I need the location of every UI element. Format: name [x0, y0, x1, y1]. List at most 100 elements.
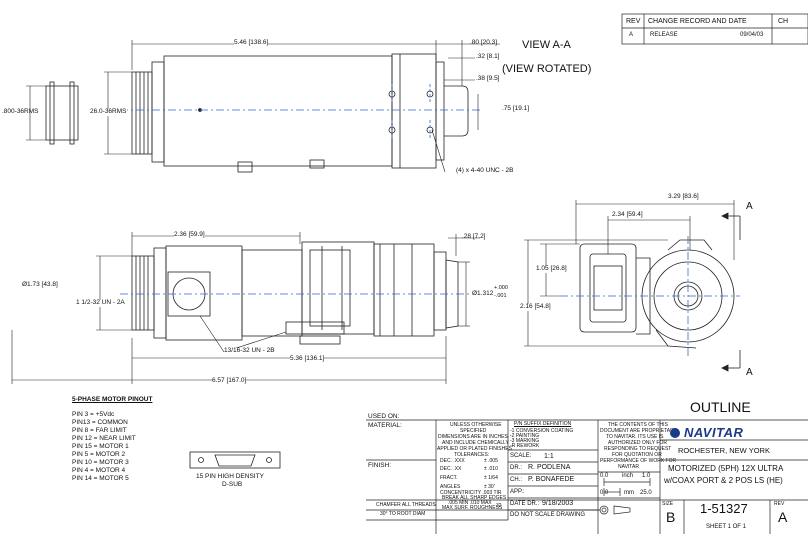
pin-line: PIN 14 = MOTOR 5	[72, 475, 129, 482]
pinout-title: 5-PHASE MOTOR PINOUT	[72, 396, 153, 403]
suffix-line: -1 CONVERSION COATING	[510, 428, 574, 434]
tol-value: ± .010	[484, 466, 498, 472]
unless-line: SPECIFIED	[460, 428, 487, 434]
description-1: MOTORIZED (5PH) 12X ULTRA	[668, 464, 784, 473]
dim-1-1-2-32: 1 1/2-32 UN - 2A	[76, 299, 125, 307]
pin-line: PIN 10 = MOTOR 3	[72, 459, 129, 466]
suffix-line: -R REWORK	[510, 443, 540, 449]
connector-label-2: D-SUB	[222, 481, 243, 488]
section-a-top: A	[746, 201, 753, 212]
concentricity: CONCENTRICITY .003 TIR	[440, 490, 502, 496]
pin-line: PIN 15 = MOTOR 1	[72, 443, 129, 450]
tol-value: ± .005	[484, 458, 498, 464]
dr-label: DR.:	[510, 465, 522, 471]
view-aa-label: VIEW A-A	[522, 39, 571, 51]
break-edges: BREAK ALL SHARP EDGES	[442, 495, 507, 501]
chamfer: CHAMFER ALL THREADS	[376, 502, 436, 508]
top-view-lens	[45, 53, 480, 173]
title-block-lines	[366, 419, 808, 534]
rev-label: REV	[774, 501, 785, 507]
max-surf: MAX SURF. ROUGHNESS	[442, 505, 503, 511]
tolerances: TOLERANCES:	[454, 452, 490, 458]
unless-line: UNLESS OTHERWISE	[450, 422, 502, 428]
proprietary-line: RESPONDING TO REQUEST	[604, 446, 672, 452]
do-not-scale: DO NOT SCALE DRAWING	[510, 512, 586, 518]
dim-1-312-tol-up: +.000	[494, 285, 508, 291]
proprietary-line: PERFORMANCE OF WORK FOR	[600, 458, 677, 464]
dim-0-28: .28 [7.2]	[462, 233, 486, 240]
navitar-logo-mark	[670, 428, 680, 438]
ruler-mm-unit: mm	[624, 490, 634, 496]
rev-header: REV	[626, 18, 641, 25]
description-2: w/COAX PORT & 2 POS LS (HE)	[664, 476, 783, 485]
unless-line: APPLIED OR PLATED FINISHES	[437, 446, 512, 452]
pin-line: PIN 8 = FAR LIMIT	[72, 427, 127, 434]
dim-3-29: 3.29 [83.6]	[668, 193, 699, 200]
dim-1-312-tol-dn: -.001	[494, 293, 507, 299]
scale-label: SCALE:	[510, 453, 532, 459]
rev-row-date: 09/04/03	[740, 32, 764, 38]
pin-line: PIN13 = COMMON	[72, 419, 128, 426]
top-view-dimensions	[26, 40, 500, 173]
section-a-bottom: A	[746, 367, 753, 378]
max-surf-val: 32	[496, 503, 502, 509]
dim-2-16: 2.16 [54.8]	[520, 303, 551, 311]
change-header: CHANGE RECORD AND DATE	[648, 18, 747, 25]
dim-6-57: 6.57 [167.0]	[212, 377, 247, 385]
dsub-connector	[189, 451, 281, 469]
connector-label-1: 15 PIN HIGH DENSITY	[196, 473, 264, 480]
ch-value: P. BONAFEDE	[528, 476, 575, 483]
end-view-a-a	[560, 212, 741, 372]
proprietary-line: THE CONTENTS OF THIS	[608, 422, 668, 428]
rev-row-rev: A	[629, 32, 634, 38]
ruler-mm-0: 0.0	[600, 490, 609, 496]
suffix-line: -2 PAINTING	[510, 433, 540, 439]
dim-0-75: .75 [19.1]	[502, 105, 530, 112]
proprietary-line: TO NAVITAR. ITS USE IS	[606, 434, 664, 440]
rev-row-change: RELEASE	[650, 32, 678, 38]
location: ROCHESTER, NEW YORK	[678, 446, 770, 455]
break-max: .005 MIN .010 MAX	[448, 500, 492, 506]
dim-800-36: .800-36RMS	[2, 108, 39, 115]
proprietary-line: NAVITAR	[618, 464, 639, 470]
dim-1-312: Ø1.312	[472, 290, 494, 297]
dim-13-16: 13/16-32 UN - 2B	[224, 347, 275, 355]
tol-value: ± 1/64	[484, 475, 498, 481]
dim-1-05: 1.05 [26.8]	[536, 265, 567, 273]
tol-label: FRACT.	[440, 475, 458, 481]
view-rotated-label: (VIEW ROTATED)	[502, 63, 592, 75]
app-label: APP.:	[510, 489, 525, 495]
ruler-inch-1: 1.0	[642, 473, 651, 479]
date-label: DATE DR.:	[510, 501, 540, 507]
suffix-line: -3 MARKING	[510, 438, 540, 444]
rev-value: A	[778, 509, 788, 525]
dim-2-34: 2.34 [59.4]	[612, 211, 643, 218]
dim-5-46: 5.46 [138.6]	[234, 39, 269, 47]
used-on: USED ON:	[368, 413, 400, 420]
pin-line: PIN 5 = MOTOR 2	[72, 451, 126, 458]
size-label: SIZE	[662, 501, 674, 507]
ruler-mm-25: 25.0	[640, 490, 652, 496]
dim-0-38: .38 [9.5]	[476, 75, 500, 82]
pin-line: PIN 3 = +5Vdc	[72, 411, 115, 418]
tol-label: DEC. .XX	[440, 466, 462, 472]
sheet: SHEET 1 OF 1	[706, 524, 746, 530]
pin-line: PIN 12 = NEAR LIMIT	[72, 435, 136, 442]
pin-line: PIN 4 = MOTOR 4	[72, 467, 126, 474]
outline-title: OUTLINE	[690, 399, 751, 415]
ruler-inch-0: 0.0	[600, 473, 609, 479]
material: MATERIAL:	[368, 422, 402, 429]
finish: FINISH:	[368, 462, 392, 469]
chamfer-2: 30° TO ROOT DIAM	[380, 511, 426, 517]
navitar-logo: NAVITAR	[684, 425, 744, 440]
suffix-title: P/N SUFFIX DEFINITION	[514, 421, 572, 427]
side-view-lens	[120, 241, 470, 345]
dim-0-80: .80 [20.3]	[470, 39, 498, 46]
dim-1-73: Ø1.73 [43.8]	[22, 281, 58, 288]
scale-value: 1:1	[544, 453, 554, 460]
proprietary-line: FOR QUOTATION OR	[612, 452, 662, 458]
proprietary-line: AUTHORIZED ONLY FOR	[608, 440, 667, 446]
revision-block-lines	[621, 13, 808, 45]
unless-line: AND INCLUDE CHEMICALLY	[442, 440, 509, 446]
